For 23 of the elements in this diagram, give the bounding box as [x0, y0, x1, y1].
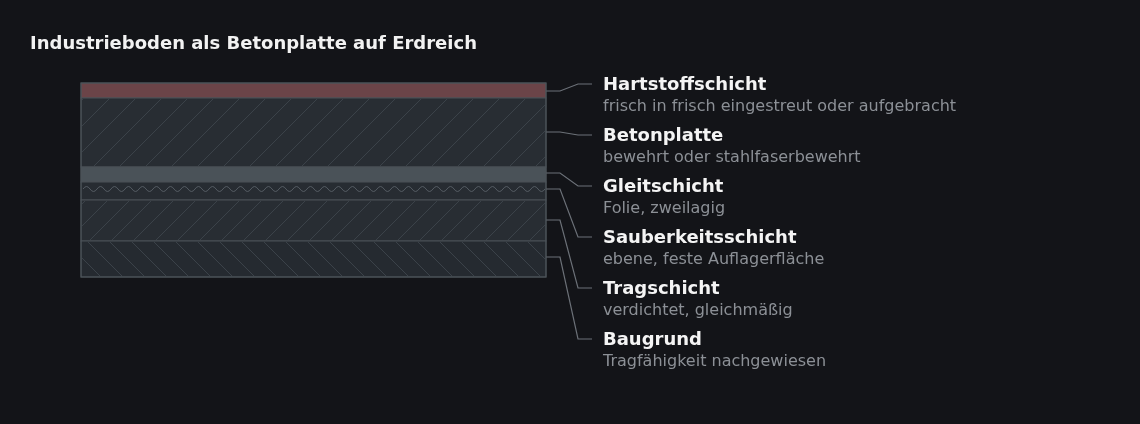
label-heading: Tragschicht [603, 277, 721, 299]
label-description: bewehrt oder stahlfaserbewehrt [603, 146, 861, 168]
label-heading: Baugrund [603, 328, 703, 350]
leader-line [545, 219, 593, 289]
label-heading: Hartstoffschicht [603, 73, 768, 95]
layer-band [80, 97, 547, 168]
label-heading: Betonplatte [603, 124, 725, 146]
label-description: Tragfähigkeit nachgewiesen [603, 350, 827, 372]
label-description: verdichtet, gleichmäßig [603, 299, 793, 321]
layer-band [80, 240, 547, 278]
layer-band [80, 181, 547, 201]
leader-line [545, 256, 593, 340]
label-description: frisch in frisch eingestreut oder aufgebracht [603, 95, 957, 117]
leader-line [545, 83, 593, 92]
layer-band [80, 199, 547, 242]
leader-line [545, 172, 593, 187]
label-heading: Gleitschicht [603, 175, 725, 197]
label-description: ebene, feste Auflagerfläche [603, 248, 825, 270]
diagram-title: Industrieboden als Betonplatte auf Erdreich [30, 32, 477, 53]
leader-line [545, 131, 593, 136]
label-heading: Sauberkeitsschicht [603, 226, 798, 248]
label-description: Folie, zweilagig [603, 197, 726, 219]
leader-line [545, 188, 593, 238]
